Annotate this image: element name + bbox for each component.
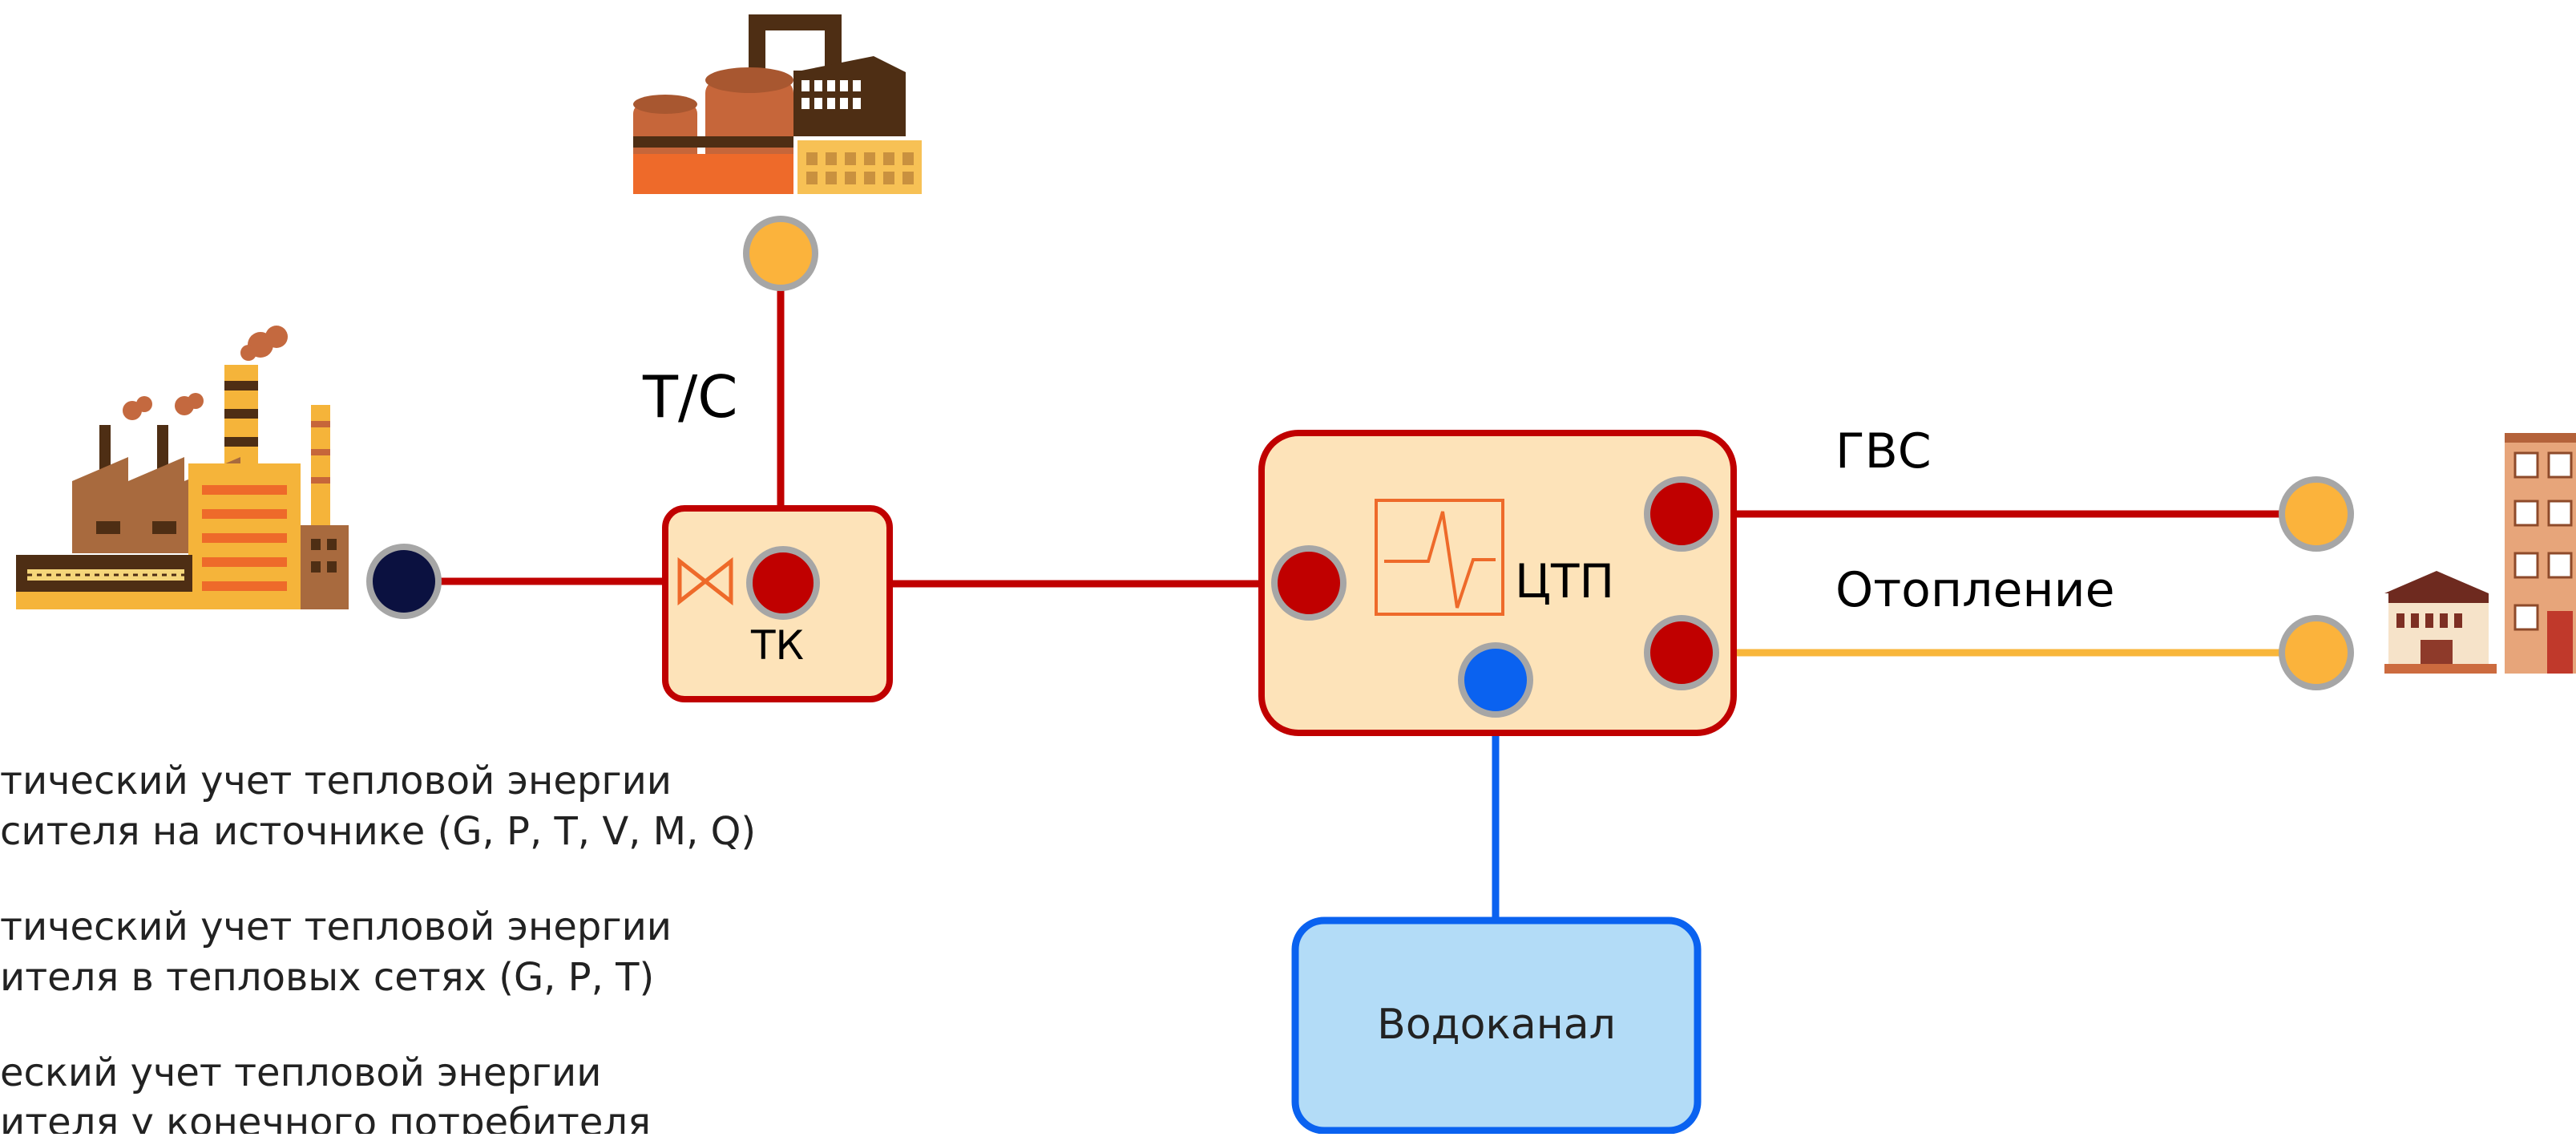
vodokanal-box [1291,916,1702,1135]
legend-item-3-line-2: ителя у конечного потребителя [0,1100,651,1134]
ctp-inlet-node [1271,545,1347,621]
valve-icon [677,556,733,606]
tk-label: ТК [750,622,804,669]
tc-label: Т/С [642,363,738,431]
vodokanal-label: Водоканал [1377,1001,1616,1049]
gvs-label: ГВС [1835,423,1932,479]
ctp-label: ЦТП [1515,554,1614,609]
legend-item-2-line-2: ителя в тепловых сетях (G, P, T) [0,955,654,1000]
boiler-house-icon [633,14,922,194]
residential-building-icon [2384,433,2576,674]
legend-item-3-line-1: еский учет тепловой энергии [0,1050,601,1095]
ctp-heating-node [1644,615,1719,690]
legend-item-1-line-1: тический учет тепловой энергии [0,759,672,803]
source-meter-node [366,544,442,619]
ctp-gvs-node [1644,476,1719,552]
legend: тический учет тепловой энергии сителя на… [0,759,756,1137]
gvs-consumer-node [2279,476,2354,552]
ctp-box [1258,430,1737,736]
boiler-meter-node [743,216,818,291]
power-plant-icon [16,326,349,609]
legend-item-2-line-1: тический учет тепловой энергии [0,904,672,949]
ctp-water-node [1458,642,1533,718]
heat-exchanger-icon [1375,499,1504,616]
legend-item-1-line-2: сителя на источнике (G, P, T, V, M, Q) [0,809,756,854]
heating-label: Отопление [1835,562,2115,618]
tk-meter-node [746,546,820,620]
heating-consumer-node [2279,615,2354,690]
